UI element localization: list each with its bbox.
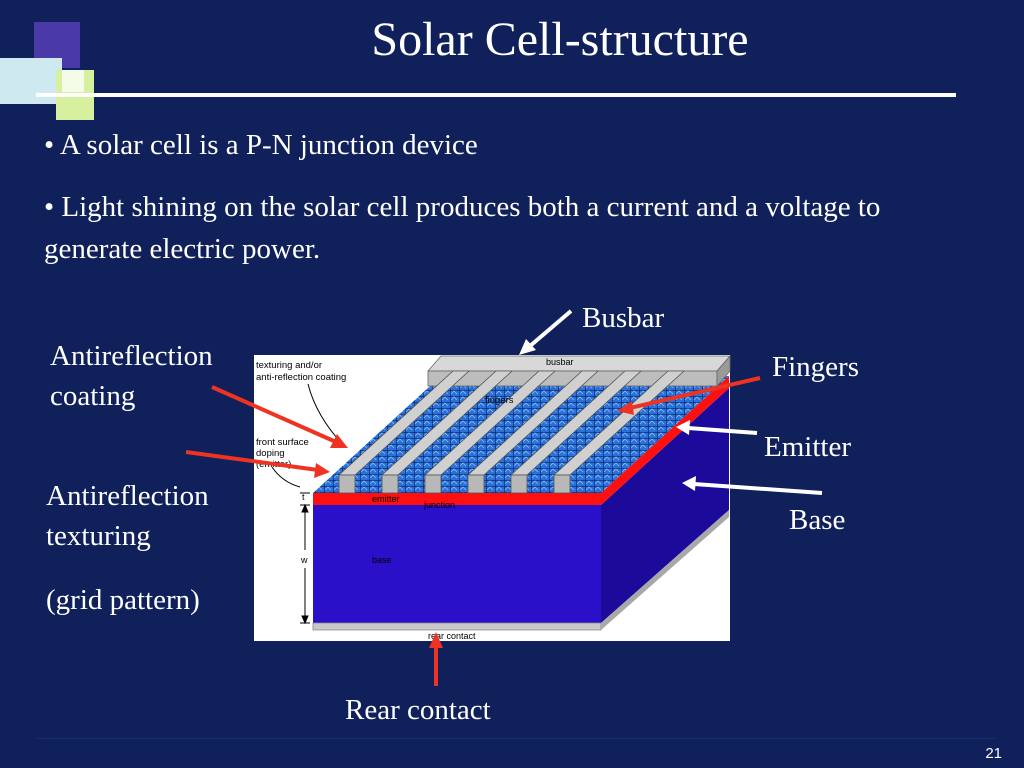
diagram-junction: junction bbox=[423, 500, 455, 510]
bullet-1-text: A solar cell is a P-N junction device bbox=[59, 129, 478, 161]
diagram-texturing-line2: anti-reflection coating bbox=[256, 372, 346, 383]
slide-title: Solar Cell-structure bbox=[371, 13, 749, 66]
title-divider bbox=[36, 93, 956, 97]
finger-front bbox=[467, 474, 485, 494]
diagram-front-doping-line1: front surface bbox=[256, 437, 309, 448]
arrow-head bbox=[330, 434, 348, 448]
dimension-markers bbox=[300, 492, 310, 625]
busbar-end bbox=[716, 354, 731, 388]
label-emitter: Emitter bbox=[764, 431, 851, 463]
arrow-emitter bbox=[687, 426, 758, 435]
annotation-curve bbox=[271, 466, 301, 488]
finger-front bbox=[510, 474, 528, 494]
diagram-front-doping-line2: doping bbox=[256, 448, 285, 459]
diagram-fingers: fingers bbox=[485, 395, 514, 406]
decor-square-white bbox=[62, 70, 84, 92]
arrow-base bbox=[693, 482, 823, 495]
arrow-head bbox=[314, 463, 330, 478]
emitter-side bbox=[601, 376, 729, 505]
label-line: texturing bbox=[46, 520, 151, 552]
diagram-busbar: busbar bbox=[546, 357, 574, 367]
finger-front bbox=[553, 474, 571, 494]
arrow-head bbox=[676, 420, 690, 435]
arrow-head bbox=[429, 632, 443, 648]
label-line: coating bbox=[50, 380, 136, 412]
label-line: Antireflection bbox=[50, 340, 213, 372]
bullet-2: • Light shining on the solar cell produc… bbox=[44, 186, 924, 270]
diagram-rear-contact: rear contact bbox=[428, 631, 476, 641]
label-antireflection-coating: Antireflection coating bbox=[50, 336, 213, 416]
rear-contact-side bbox=[601, 510, 729, 630]
base-side bbox=[601, 388, 729, 623]
arrow-antireflection-coating bbox=[211, 385, 337, 444]
arrow-fingers bbox=[629, 376, 761, 410]
label-base: Base bbox=[789, 504, 846, 536]
arrow-busbar bbox=[528, 309, 573, 348]
white-arrows bbox=[519, 309, 823, 495]
bullet-dot: • bbox=[44, 129, 60, 161]
label-fingers: Fingers bbox=[772, 351, 859, 383]
label-rear-contact: Rear contact bbox=[345, 694, 491, 726]
emitter-front bbox=[313, 493, 601, 505]
label-antireflection-texturing: Antireflection texturing bbox=[46, 476, 209, 556]
busbar-top bbox=[427, 355, 731, 372]
finger-front bbox=[338, 474, 356, 494]
dim-w: w bbox=[300, 555, 308, 565]
fingers-group bbox=[337, 370, 686, 494]
bullet-dot: • bbox=[44, 191, 62, 223]
diagram-texturing-line1: texturing and/or bbox=[256, 360, 322, 371]
label-line: Antireflection bbox=[46, 480, 209, 512]
diagram-emitter: emitter bbox=[372, 494, 400, 504]
diagram-base: base bbox=[372, 555, 392, 565]
red-arrows bbox=[185, 376, 761, 686]
label-busbar: Busbar bbox=[582, 302, 665, 334]
finger-front bbox=[424, 474, 442, 494]
footer-divider bbox=[36, 738, 996, 739]
arrow-antireflection-texturing bbox=[185, 450, 319, 472]
arrow-head bbox=[519, 339, 536, 355]
arrow-head bbox=[617, 401, 634, 415]
page-number: 21 bbox=[985, 745, 1002, 762]
finger-front bbox=[381, 474, 399, 494]
arrow-head bbox=[682, 476, 696, 491]
dim-t: t bbox=[302, 492, 305, 502]
bullet-1: • A solar cell is a P-N junction device bbox=[44, 124, 944, 166]
label-grid-pattern: (grid pattern) bbox=[46, 584, 200, 616]
rear-contact-plate bbox=[312, 622, 602, 631]
base-front bbox=[313, 505, 601, 623]
bullet-2-text: Light shining on the solar cell produces… bbox=[44, 191, 881, 265]
